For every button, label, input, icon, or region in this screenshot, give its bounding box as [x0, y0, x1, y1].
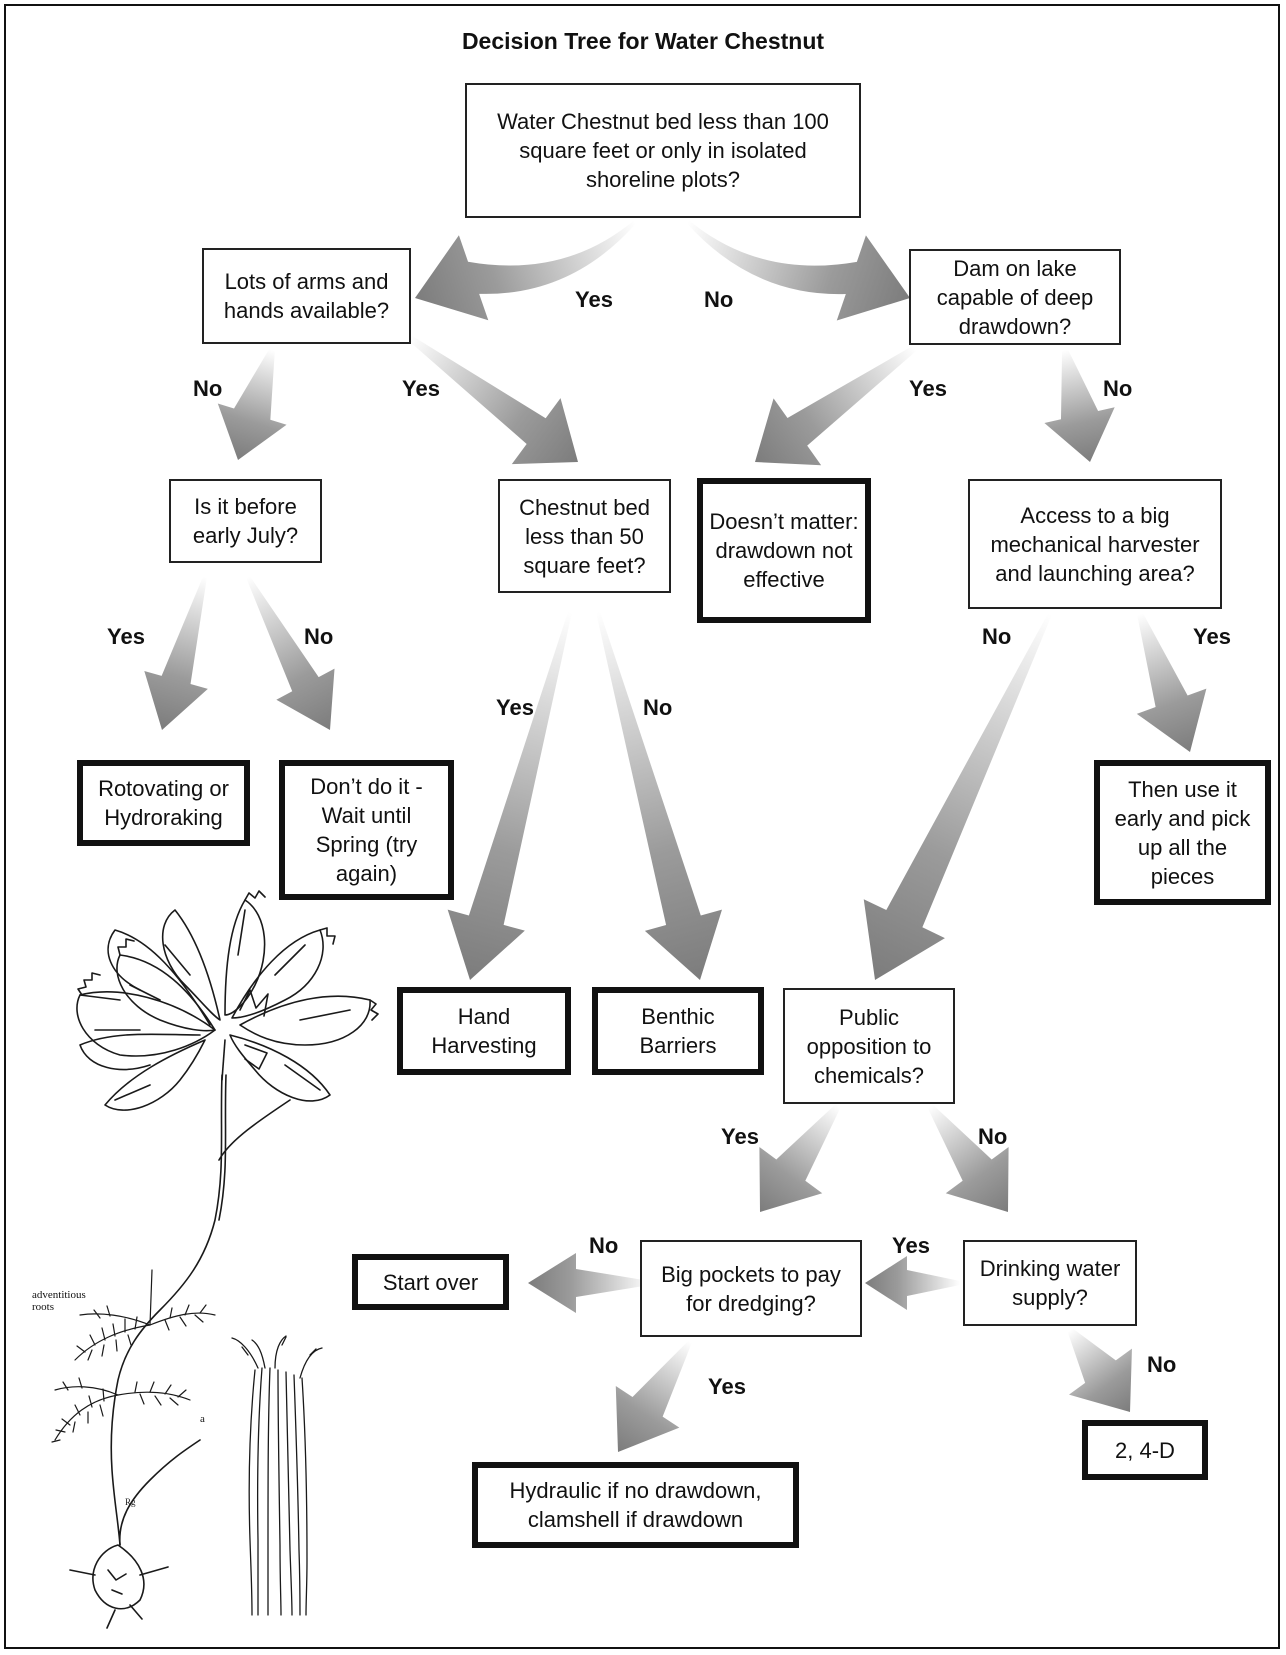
label-public-no: No	[978, 1124, 1008, 1149]
node-hydraulic: Hydraulic if no drawdown, clamshell if d…	[472, 1462, 799, 1548]
node-public-opposition: Public opposition to chemicals?	[783, 988, 955, 1104]
label-pockets-no: No	[589, 1233, 619, 1258]
feathery-roots	[51, 1269, 216, 1443]
node-harvester: Access to a big mechanical harvester and…	[968, 479, 1222, 609]
label-bed-no: No	[643, 695, 673, 720]
node-arms: Lots of arms and hands available?	[202, 248, 411, 344]
plant-stem	[110, 1074, 223, 1546]
arrow-july-no	[246, 576, 335, 730]
illustrator-mark: Rg	[125, 1497, 136, 1507]
label-public-yes: Yes	[721, 1124, 759, 1149]
arrow-bed-no	[596, 611, 722, 980]
leaf-rosette	[76, 890, 379, 1111]
label-drinking-yes: Yes	[892, 1233, 930, 1258]
chestnut-seed	[69, 1439, 201, 1629]
label-harvester-yes: Yes	[1193, 624, 1231, 649]
node-doesnt-matter: Doesn’t matter: drawdown not effective	[697, 478, 871, 623]
arrow-start-yes	[415, 220, 636, 321]
label-dam-yes: Yes	[909, 376, 947, 401]
arrow-pockets-yes	[615, 1340, 692, 1452]
node-start-over: Start over	[352, 1254, 509, 1310]
label-july-yes: Yes	[107, 624, 145, 649]
node-benthic-barriers: Benthic Barriers	[592, 987, 764, 1075]
node-rotovating: Rotovating or Hydroraking	[77, 760, 250, 846]
node-dam: Dam on lake capable of deep drawdown?	[909, 249, 1121, 345]
arrow-layer	[144, 220, 1207, 1452]
diagram-frame	[4, 4, 1280, 1649]
label-dam-no: No	[1103, 376, 1133, 401]
label-drinking-no: No	[1147, 1352, 1177, 1377]
adventitious-roots-caption: adventitious roots	[32, 1289, 86, 1313]
label-arms-no: No	[193, 376, 223, 401]
root-bundle	[231, 1335, 323, 1616]
arrow-drinking-no	[1067, 1328, 1132, 1412]
node-bed50: Chestnut bed less than 50 square feet?	[498, 479, 671, 593]
arrow-july-yes	[144, 576, 208, 730]
node-drinking-water: Drinking water supply?	[963, 1240, 1137, 1326]
node-2-4-d: 2, 4-D	[1082, 1420, 1208, 1480]
water-chestnut-plant-illustration: Rg	[51, 890, 379, 1629]
arrow-arms-no	[217, 349, 287, 460]
label-harvester-no: No	[982, 624, 1012, 649]
arrow-start-no	[687, 220, 910, 321]
node-dont-do-it: Don’t do it - Wait until Spring (try aga…	[279, 760, 454, 900]
node-big-pockets: Big pockets to pay for dredging?	[640, 1240, 862, 1337]
node-start: Water Chestnut bed less than 100 square …	[465, 83, 861, 218]
node-hand-harvesting: Hand Harvesting	[397, 987, 571, 1075]
label-arms-yes: Yes	[402, 376, 440, 401]
arrow-pockets-no	[528, 1253, 650, 1313]
label-bed-yes: Yes	[496, 695, 534, 720]
arrow-harvester-no	[863, 613, 1052, 980]
arrow-public-yes	[759, 1104, 841, 1212]
illustration-marker: a	[200, 1413, 205, 1425]
arrow-dam-no	[1044, 349, 1115, 462]
arrow-bed-yes	[447, 611, 572, 980]
arrow-public-no	[927, 1104, 1009, 1212]
arrow-arms-yes	[408, 335, 578, 465]
label-july-no: No	[304, 624, 334, 649]
node-then-use-it: Then use it early and pick up all the pi…	[1094, 760, 1271, 905]
label-start-no: No	[704, 287, 734, 312]
arrow-dam-yes	[755, 345, 917, 466]
arrow-harvester-yes	[1136, 612, 1207, 752]
label-start-yes: Yes	[575, 287, 613, 312]
arrow-drinking-yes	[865, 1256, 960, 1310]
label-pockets-yes: Yes	[708, 1374, 746, 1399]
node-july: Is it before early July?	[169, 479, 322, 563]
diagram-title: Decision Tree for Water Chestnut	[461, 28, 825, 54]
